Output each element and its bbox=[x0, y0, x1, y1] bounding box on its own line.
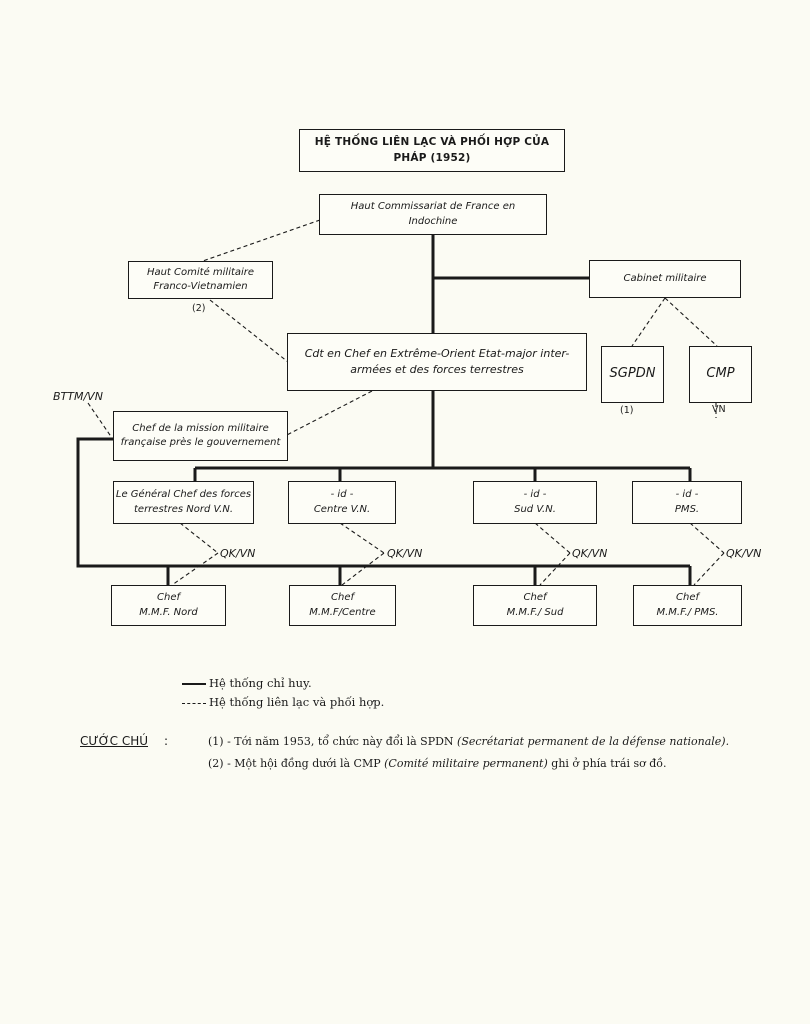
node-cabinet-militaire: Cabinet militaire bbox=[589, 260, 741, 298]
node-general-nord: Le Général Chef des forces terrestres No… bbox=[113, 481, 254, 524]
footnote-2-suffix: ghi ở phía trái sơ đồ. bbox=[547, 757, 667, 770]
footnote-2-french: (Comité militaire permanent) bbox=[384, 757, 548, 770]
solid-line-swatch bbox=[182, 683, 206, 685]
dash-pms-qk bbox=[689, 522, 725, 554]
dash-cabinet-to-sgpdn bbox=[631, 297, 666, 347]
dash-sud-qk bbox=[534, 522, 571, 554]
node-line: - id - bbox=[523, 489, 547, 500]
node-line: Chef bbox=[676, 592, 699, 603]
node-line: - id - bbox=[675, 489, 699, 500]
node-cdt-en-chef: Cdt en Chef en Extrême-Orient Etat-major… bbox=[287, 333, 587, 391]
node-mmf-centre: Chef M.M.F/Centre bbox=[289, 585, 396, 626]
dash-cabinet-to-cmp bbox=[664, 297, 718, 347]
footnote-2-text: (2) - Một hội đồng dưới là CMP bbox=[208, 757, 385, 770]
label-qk-vn-sud: QK/VN bbox=[572, 547, 608, 560]
node-line: Cdt en Chef en Extrême-Orient Etat-major… bbox=[304, 347, 570, 361]
label-cmp-vn: VN bbox=[712, 404, 726, 415]
node-line: Sud V.N. bbox=[514, 503, 556, 515]
dash-bttm bbox=[87, 402, 113, 439]
footnote-1-french: (Secrétariat permanent de la défense nat… bbox=[457, 735, 730, 748]
notes-colon: : bbox=[164, 734, 169, 748]
legend-command-text: Hệ thống chỉ huy. bbox=[209, 676, 312, 690]
dash-qk-mmf-centre bbox=[341, 552, 385, 586]
node-haut-comite-militaire: Haut Comité militaire Franco-Vietnamien bbox=[128, 261, 273, 299]
label-qk-vn-centre: QK/VN bbox=[387, 547, 423, 560]
node-line: Chef bbox=[157, 592, 180, 603]
node-line: PMS. bbox=[674, 503, 700, 515]
node-line: Indochine bbox=[408, 215, 458, 227]
node-line: M.M.F/Centre bbox=[309, 606, 376, 618]
node-mmf-pms: Chef M.M.F./ PMS. bbox=[633, 585, 742, 626]
node-line: Chef bbox=[523, 592, 547, 603]
dash-cdt-to-mission bbox=[282, 390, 373, 438]
node-line: Chef bbox=[331, 592, 354, 603]
footnote-1: (1) - Tới năm 1953, tổ chức này đổi là S… bbox=[208, 735, 729, 748]
node-line: CMP bbox=[706, 366, 735, 382]
node-sud-vn: - id - Sud V.N. bbox=[473, 481, 597, 524]
node-line: Le Général Chef des forces bbox=[115, 489, 252, 500]
node-line: Cabinet militaire bbox=[623, 272, 707, 284]
dash-hc-to-comite bbox=[199, 219, 321, 263]
node-line: terrestres Nord V.N. bbox=[134, 503, 233, 515]
line-mission-to-mmf bbox=[76, 437, 690, 568]
label-note-2-marker: (2) bbox=[192, 303, 206, 314]
node-line: Chef de la mission militaire bbox=[132, 422, 269, 434]
node-line: armées et des forces terrestres bbox=[350, 363, 524, 376]
legend-command: Hệ thống chỉ huy. bbox=[182, 676, 312, 690]
node-cmp: CMP bbox=[689, 346, 752, 403]
liaison-lines bbox=[87, 219, 725, 586]
node-mmf-sud: Chef M.M.F./ Sud bbox=[473, 585, 597, 626]
node-line: française près le gouvernement bbox=[120, 437, 281, 448]
diagram-title: HỆ THỐNG LIÊN LẠC VÀ PHỐI HỢP CỦA PHÁP (… bbox=[299, 129, 565, 172]
legend-liaison-text: Hệ thống liên lạc và phối hợp. bbox=[209, 695, 385, 709]
title-line-1: HỆ THỐNG LIÊN LẠC VÀ PHỐI HỢP CỦA bbox=[314, 136, 550, 149]
node-line: Haut Commissariat de France en bbox=[350, 201, 516, 212]
node-line: Centre V.N. bbox=[313, 503, 371, 515]
title-line-2: PHÁP (1952) bbox=[393, 151, 471, 164]
node-line: Haut Comité militaire bbox=[146, 266, 255, 278]
dash-qk-mmf-nord bbox=[171, 552, 219, 586]
node-mmf-nord: Chef M.M.F. Nord bbox=[111, 585, 226, 626]
node-centre-vn: - id - Centre V.N. bbox=[288, 481, 396, 524]
dash-centre-qk bbox=[339, 522, 385, 554]
node-line: M.M.F./ PMS. bbox=[656, 606, 719, 618]
footnote-2: (2) - Một hội đồng dưới là CMP (Comité m… bbox=[208, 757, 667, 770]
node-haut-commissariat: Haut Commissariat de France en Indochine bbox=[319, 194, 547, 235]
dash-comite-to-cdt bbox=[209, 299, 289, 363]
label-bttm-vn: BTTM/VN bbox=[53, 390, 103, 403]
footnote-1-text: (1) - Tới năm 1953, tổ chức này đổi là S… bbox=[208, 735, 458, 748]
dash-qk-mmf-pms bbox=[693, 552, 725, 586]
label-note-1-marker: (1) bbox=[620, 405, 634, 416]
node-line: Franco-Vietnamien bbox=[153, 281, 248, 292]
node-pms: - id - PMS. bbox=[632, 481, 742, 524]
notes-heading: CƯỚC CHÚ bbox=[80, 734, 149, 748]
label-qk-vn-nord: QK/VN bbox=[220, 547, 256, 560]
node-line: M.M.F./ Sud bbox=[506, 606, 564, 618]
command-lines bbox=[76, 234, 692, 585]
dash-qk-mmf-sud bbox=[539, 552, 571, 586]
node-line: M.M.F. Nord bbox=[139, 606, 198, 618]
node-line: SGPDN bbox=[609, 366, 656, 382]
legend-liaison: Hệ thống liên lạc và phối hợp. bbox=[182, 695, 384, 709]
node-sgpdn: SGPDN bbox=[601, 346, 664, 403]
label-qk-vn-pms: QK/VN bbox=[726, 547, 762, 560]
dashed-line-swatch bbox=[182, 702, 206, 704]
dash-nord-qk bbox=[179, 522, 219, 554]
node-chef-mission-militaire: Chef de la mission militaire française p… bbox=[113, 411, 288, 461]
node-line: - id - bbox=[330, 489, 354, 500]
